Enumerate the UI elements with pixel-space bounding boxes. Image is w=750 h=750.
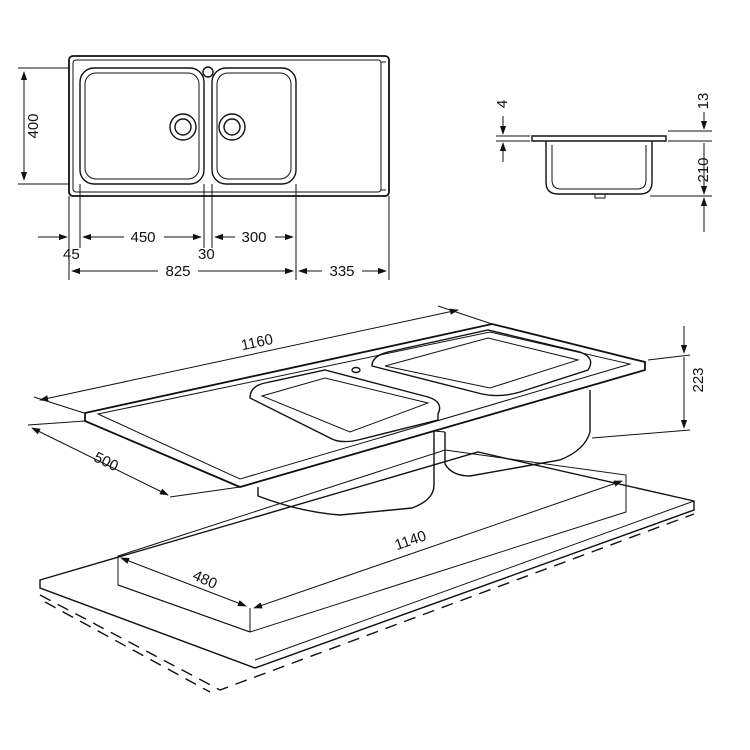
dim-label-210: 210 [695, 157, 712, 182]
right-drain-icon [218, 113, 246, 141]
section-view: 4 13 210 [494, 93, 712, 232]
dim-label-825: 825 [165, 263, 190, 280]
dim-label-300: 300 [241, 229, 266, 246]
section-rim [531, 135, 667, 142]
sink-outline [68, 55, 390, 197]
dim-label-500: 500 [91, 449, 121, 475]
dim-label-4: 4 [494, 100, 511, 108]
dim-line-1160 [39, 308, 459, 402]
dim-label-480: 480 [190, 567, 220, 593]
dim-label-45: 45 [63, 246, 80, 263]
dim-label-13: 13 [695, 93, 712, 110]
dim-label-335: 335 [329, 263, 354, 280]
top-view: 400 45 450 30 300 825 335 [18, 55, 390, 280]
dim-label-223: 223 [690, 367, 707, 392]
dim-line-500 [31, 427, 169, 496]
sink-inner-rim [72, 59, 382, 193]
worktop-dashed-edge [39, 513, 695, 691]
left-drain-icon [169, 113, 197, 141]
tap-hole-icon [202, 66, 214, 78]
dim-label-400: 400 [25, 113, 42, 138]
right-bowl-inner [216, 72, 292, 180]
section-bowl [545, 141, 653, 195]
dim-label-1160: 1160 [240, 331, 275, 354]
left-bowl-opening [249, 369, 441, 443]
right-bowl [211, 67, 297, 185]
right-bowl-body [444, 390, 591, 477]
isometric-view: 1140 480 1160 500 [27, 305, 707, 693]
cutout-outline [117, 449, 627, 633]
left-bowl-inner [84, 72, 200, 180]
dim-label-450: 450 [130, 229, 155, 246]
left-bowl [79, 67, 205, 185]
dim-line-1140 [253, 480, 623, 609]
dim-label-30: 30 [198, 246, 215, 263]
left-bowl-body [257, 430, 435, 516]
dim-line-480 [120, 557, 247, 607]
iso-tap-hole-icon [351, 366, 361, 374]
